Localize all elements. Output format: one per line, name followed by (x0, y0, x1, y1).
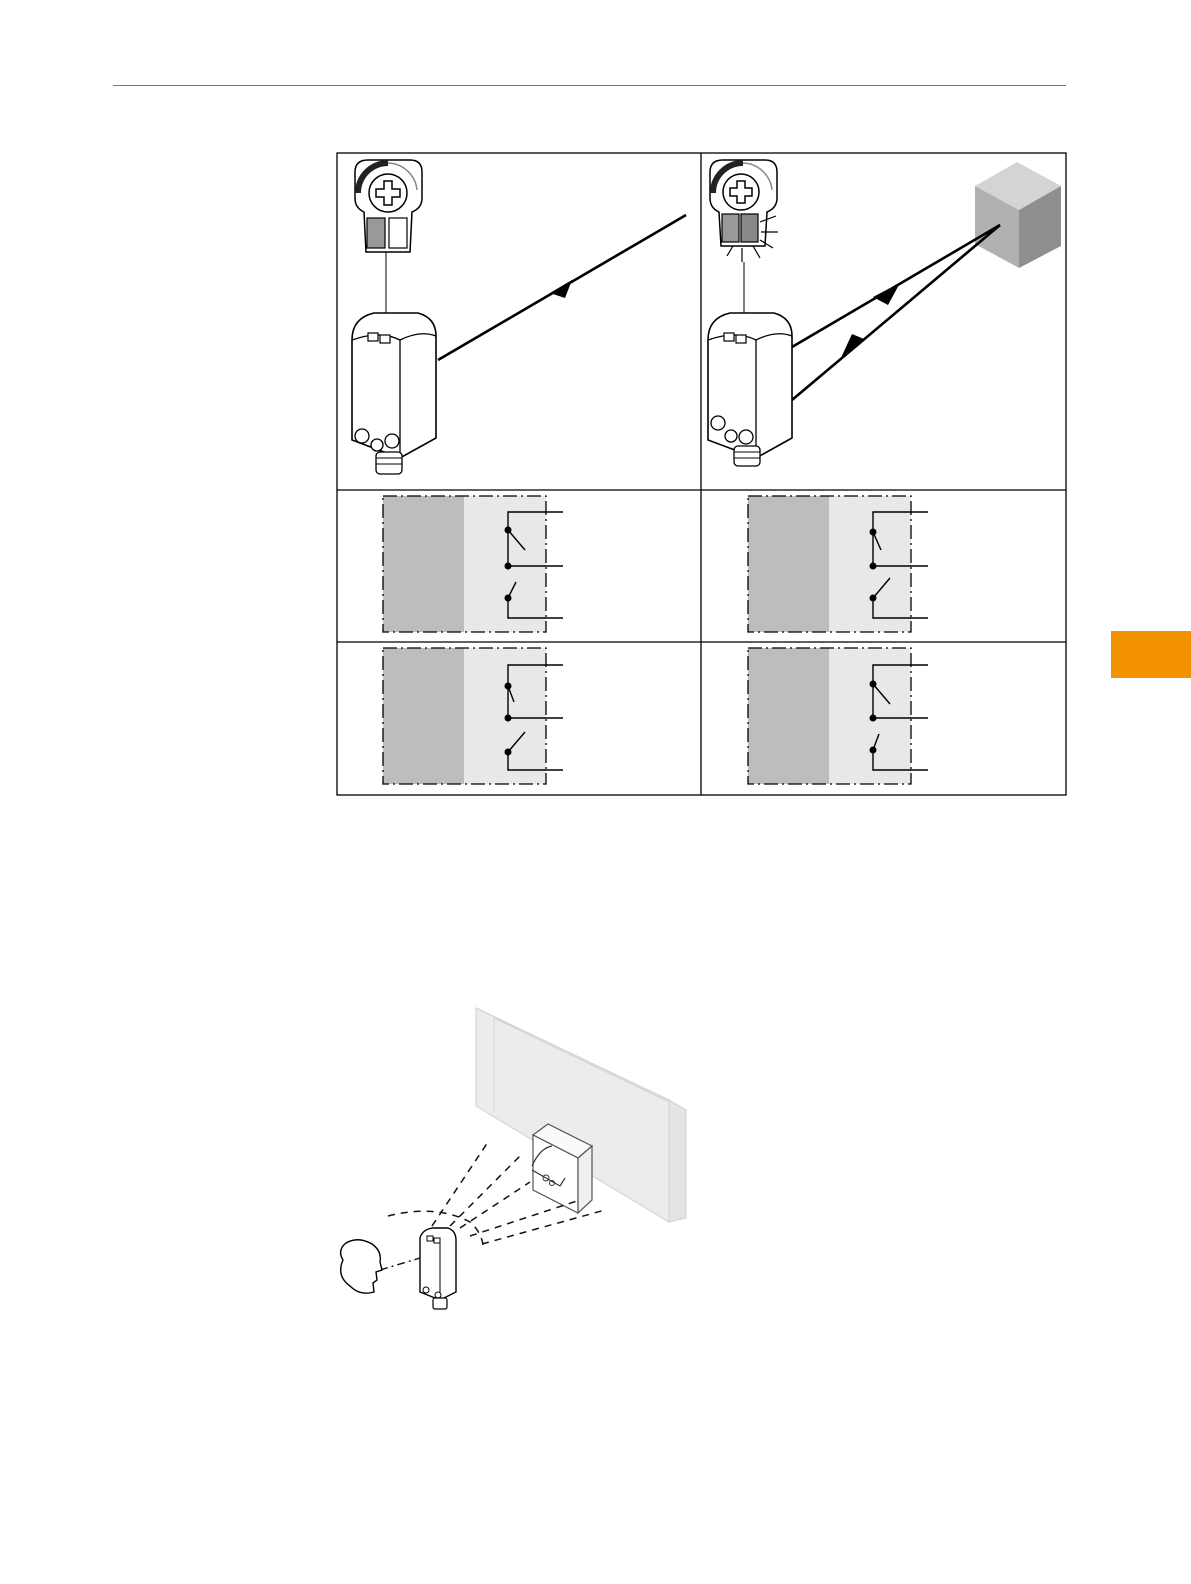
beam-arrow (550, 280, 572, 298)
switching-diagram (383, 496, 563, 632)
switching-diagram (383, 648, 563, 784)
switching-diagram (748, 496, 928, 632)
object-cube (975, 162, 1061, 268)
sight-line (380, 1258, 420, 1270)
switching-diagram (748, 648, 928, 784)
reflected-beam (792, 225, 1000, 400)
sensor-icon (352, 160, 436, 474)
sensor-icon (420, 1228, 456, 1309)
beam-arrow (873, 283, 900, 305)
sensor-icon (708, 160, 792, 466)
beam-arrow (840, 334, 864, 360)
person-head-icon (341, 1240, 382, 1293)
